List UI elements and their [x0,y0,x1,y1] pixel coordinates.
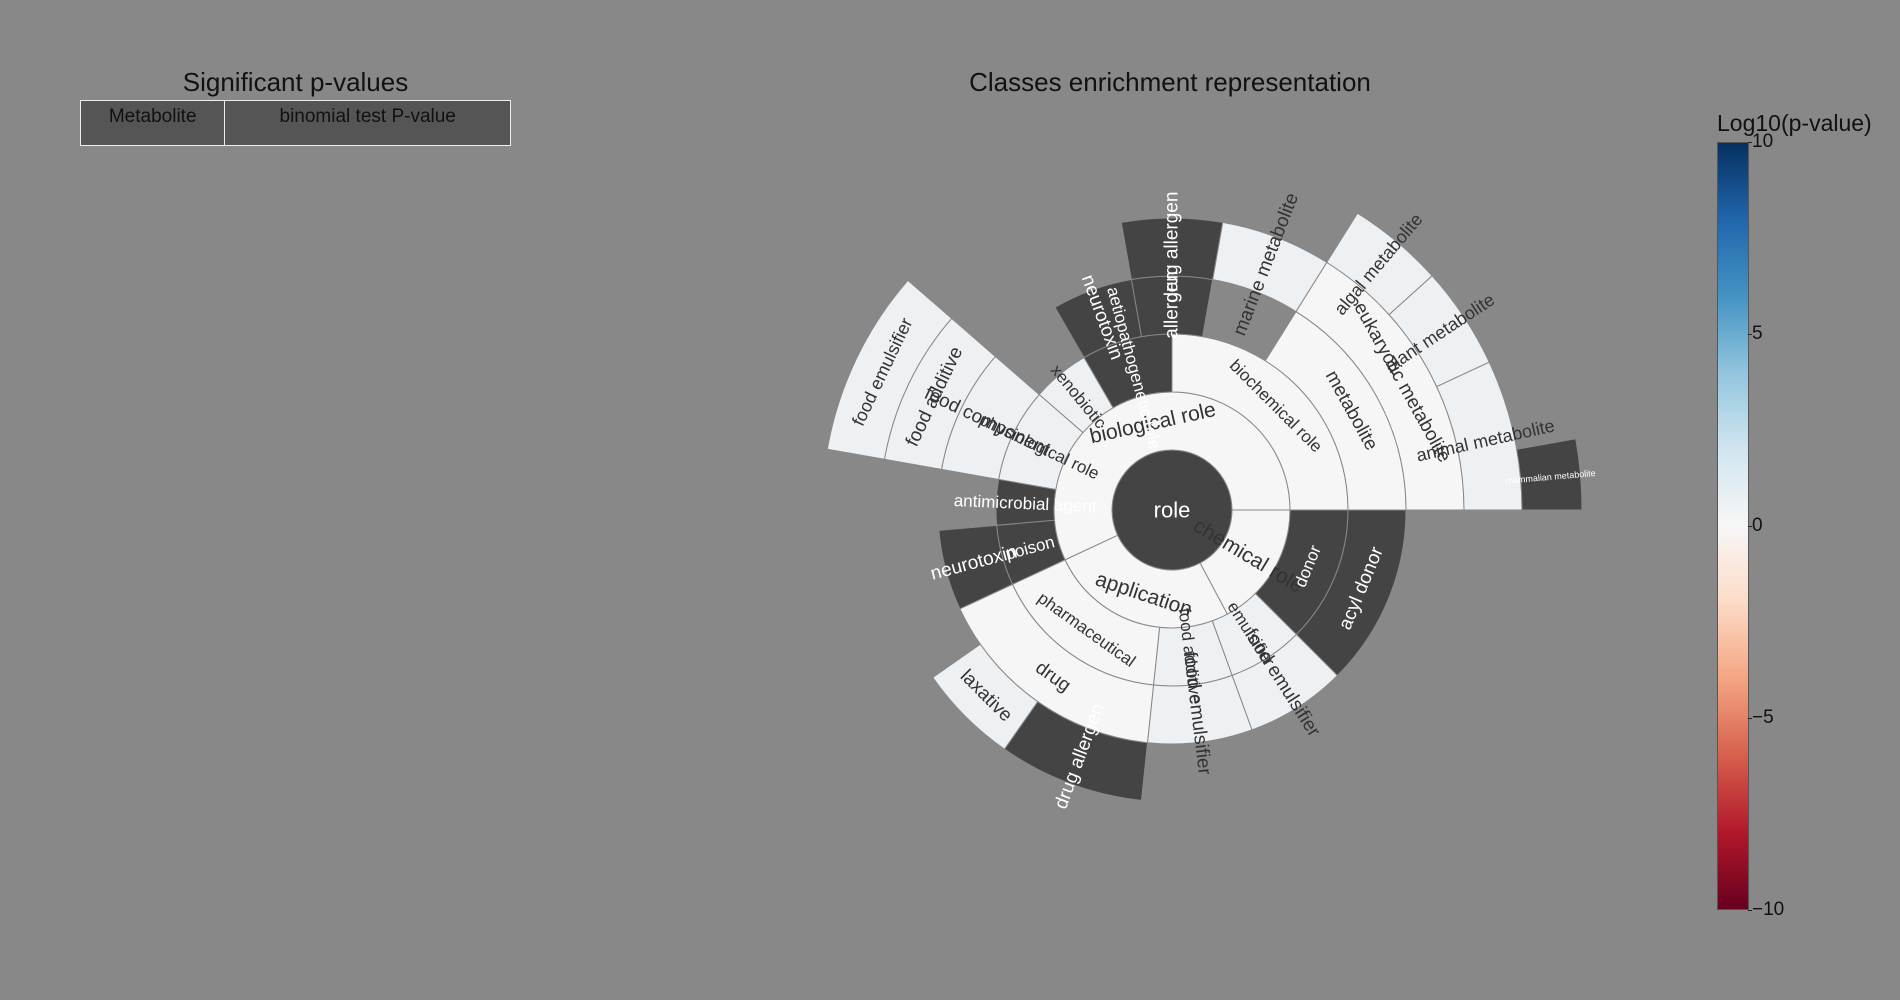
sunburst-segment-neurotoxin [1054,278,1143,359]
sunburst-segment-algal-metabolite [1326,212,1433,316]
sunburst-segment-antimicrobial-agent [995,478,1057,526]
table-title: Significant p-values [182,67,409,97]
colorbar-tick-label: −5 [1748,707,1774,728]
sunburst-segment-food-emulsifier [1231,633,1339,731]
colorbar-tick-label: −10 [1747,899,1785,920]
sunburst-label-role: role [1154,498,1191,523]
colorbar-tick-label: 10 [1747,131,1774,152]
chart-title: Classes enrichment representation [969,67,1371,97]
colorbar-tick-label: 0 [1748,515,1763,536]
sunburst-segment-plant-metabolite [1388,275,1490,388]
colorbar-tick-label: 5 [1748,323,1763,344]
colorbar [1717,142,1749,910]
sunburst-segment-food-emulsifier [826,279,953,460]
table-header-row: Metabolite binomial test P-value [79,100,511,146]
sunburst-segment-xenobiotic [1038,356,1114,434]
column-header-p-value: binomial test P-value [224,100,511,146]
colorbar-title: Log10(p-value) [1717,110,1872,136]
sunburst-segment-laxative [932,643,1039,750]
sunburst-segment-food-emulsifier [1146,674,1253,745]
sunburst-segment-mammalian-metabolite [1516,438,1583,511]
sunburst-label-allergen: allergen [1162,271,1183,339]
sunburst-segment-neurotoxin [938,524,1014,610]
sunburst-label-drug-allergen: drug allergen [1162,192,1183,303]
p-value-table: Metabolite binomial test P-value [79,100,511,146]
sunburst-segment-marine-metabolite [1212,221,1328,313]
sunburst-segment-acyl-donor [1295,509,1407,677]
sunburst-segment-animal-metabolite [1435,361,1523,511]
column-header-metabolite: Metabolite [79,100,226,146]
sunburst-segment-drug-allergen [1120,217,1224,281]
sunburst-segment-drug-allergen [1003,700,1149,801]
